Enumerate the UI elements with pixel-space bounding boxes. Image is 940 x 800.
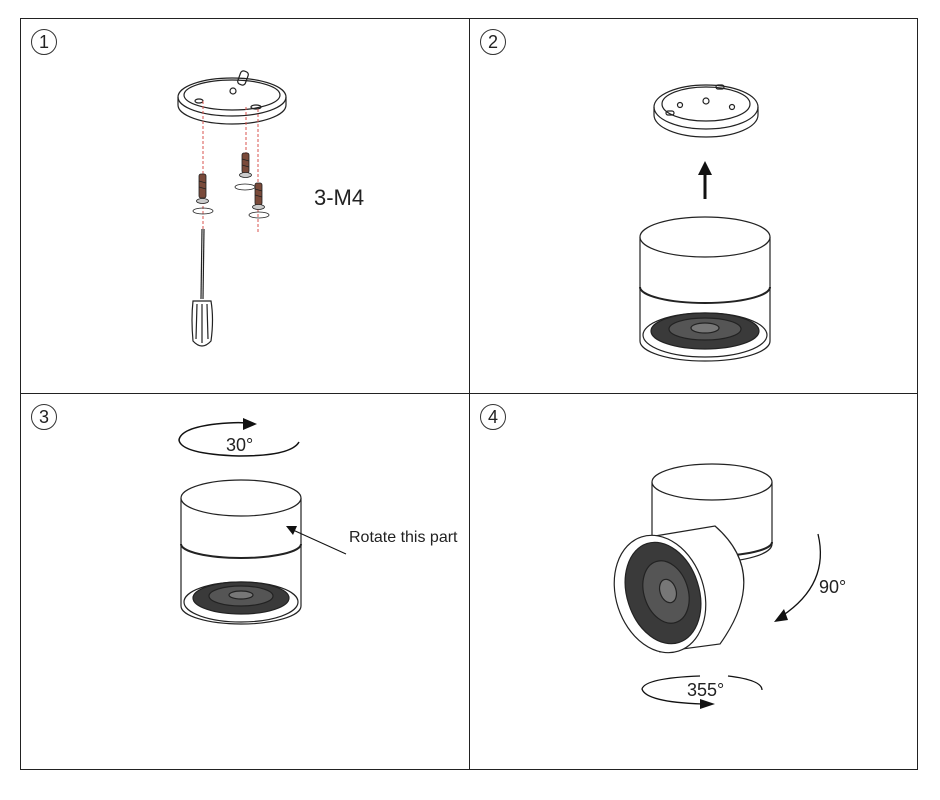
spin-arrow-355-icon [641,675,763,709]
step-3-panel: 3 30° Rotate this part [20,393,470,770]
spin-angle-label: 355° [687,680,725,700]
step-3-number: 3 [31,404,57,430]
attach-fixture-illustration [639,84,771,362]
up-arrow-icon [698,161,712,199]
step-1-panel: 1 [20,18,470,394]
pointer-arrow-icon [286,526,347,555]
screw-right [252,182,265,210]
installation-steps-grid: 1 [20,18,918,770]
rotation-angle-label: 30° [226,435,254,455]
step-4-number: 4 [480,404,506,430]
tilt-angle-label: 90° [819,577,847,597]
tilt-arrow-90-icon [774,533,822,622]
screw-middle [239,152,252,178]
adjust-angle-illustration [613,463,822,709]
downlight-fixture [639,216,771,362]
tilted-lamp-head [613,525,745,654]
rotate-part-note: Rotate this part [349,529,458,546]
screwdriver [191,228,214,347]
step-4-panel: 4 90° 355 [469,393,918,770]
rotate-body-illustration [178,418,347,625]
step-2-panel: 2 [469,18,918,394]
downlight-fixture [180,479,302,625]
step-2-number: 2 [480,29,506,55]
mounting-plate-screws-illustration [177,70,287,347]
rotate-arrow-icon [234,183,256,191]
rotate-arrow-icon [248,211,270,219]
screw-left [196,173,209,204]
mounting-plate [653,84,759,138]
step-1-number: 1 [31,29,57,55]
screw-spec-label: 3-M4 [314,185,365,210]
rotate-arrow-icon [192,207,214,215]
rotation-arrow-30-icon [178,418,300,457]
mounting-plate [177,70,287,125]
